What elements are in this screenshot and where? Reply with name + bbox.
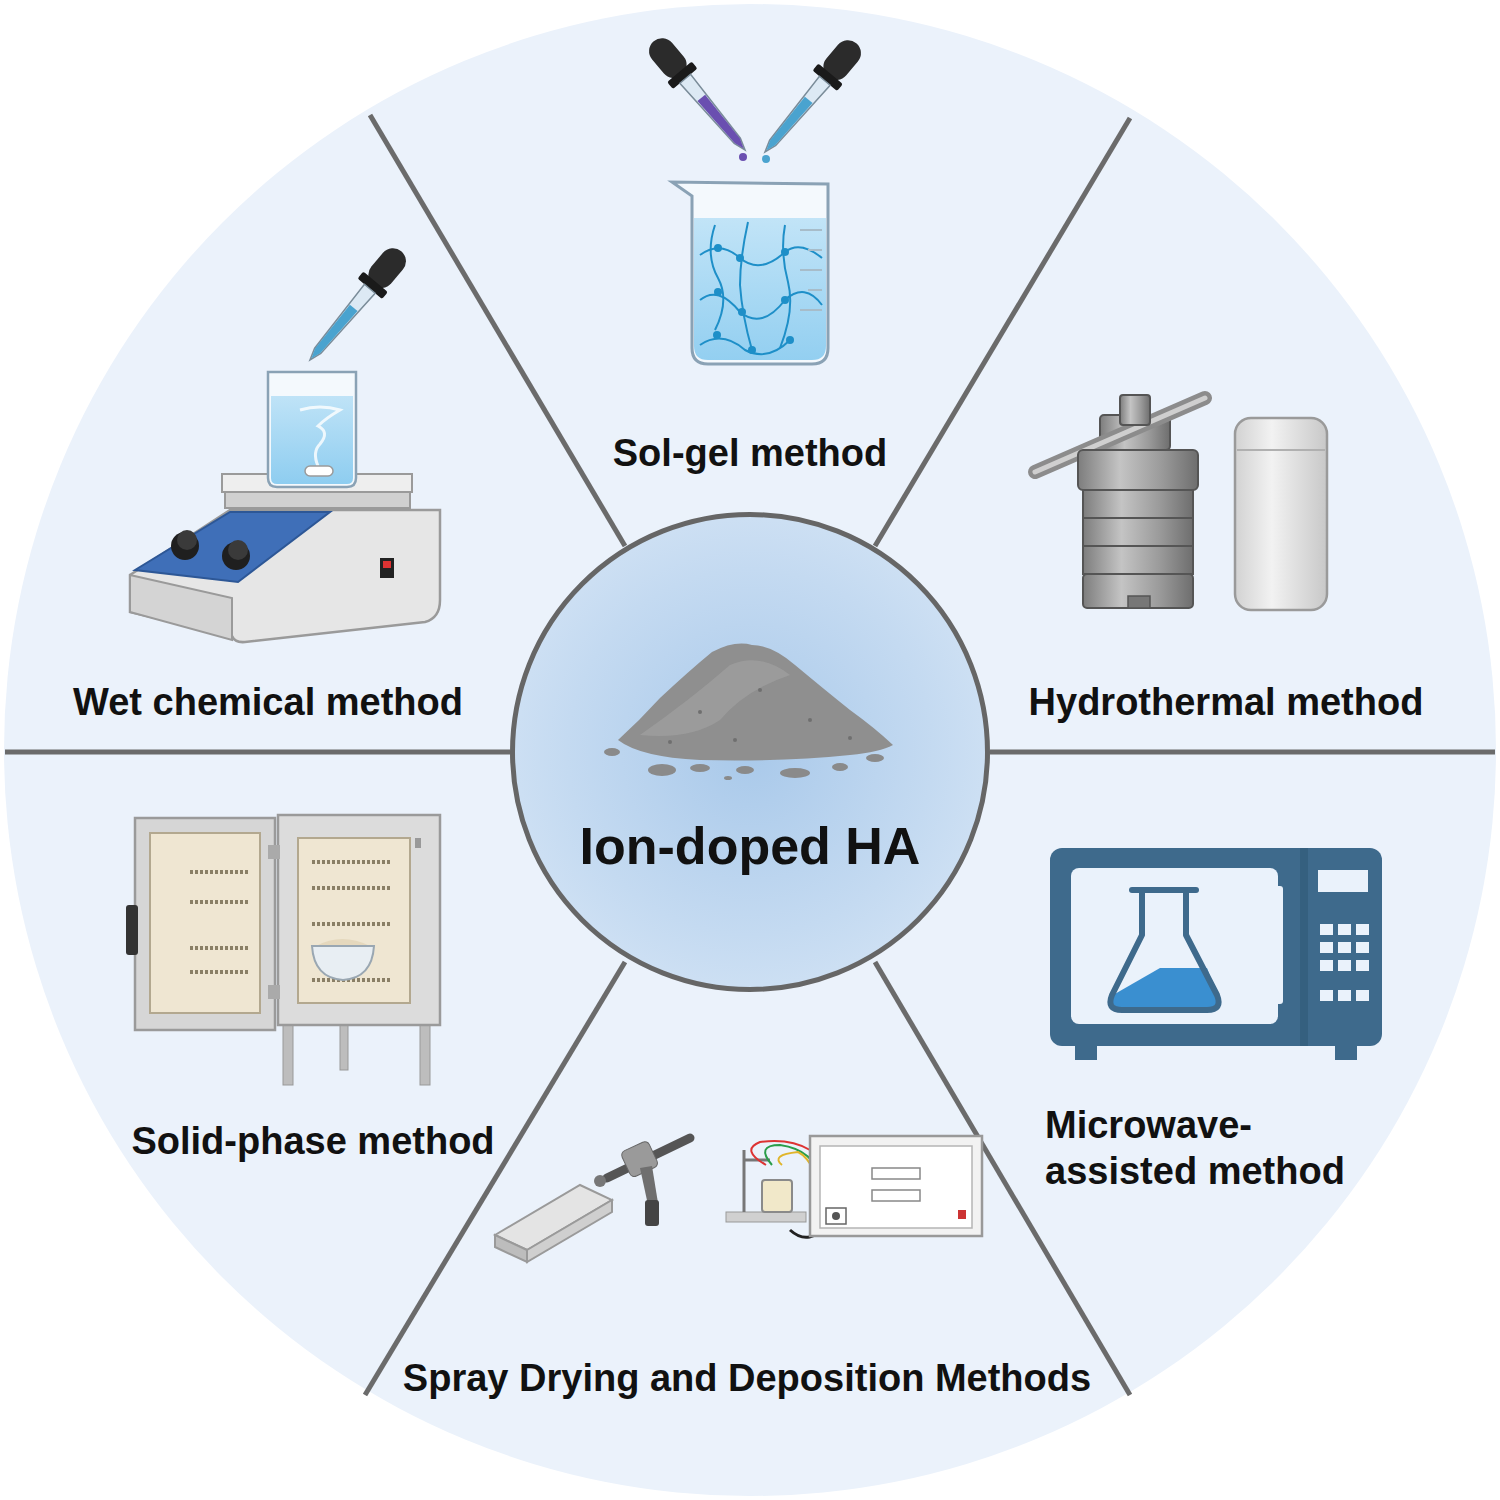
- solid-phase-illustration: [126, 815, 440, 1085]
- method-label: Solid-phase method: [131, 1118, 494, 1164]
- dropper: [641, 31, 757, 160]
- gel-network: [700, 222, 822, 354]
- beaker-liquid: [694, 218, 826, 360]
- dropper: [753, 33, 869, 162]
- microwave-illustration: [1050, 848, 1382, 1060]
- liner-jar: [1235, 418, 1327, 610]
- node-title: Ion-doped HA: [515, 817, 985, 877]
- center-circle: Ion-doped HA: [510, 512, 990, 992]
- sector-dividers: [5, 115, 1495, 1395]
- sol-gel-illustration: [641, 31, 868, 364]
- method-label: Spray Drying and Deposition Methods: [403, 1355, 1091, 1401]
- hydrothermal-illustration: [1035, 395, 1327, 610]
- divider-line: [990, 750, 1495, 755]
- wet-chemical-illustration: [130, 241, 440, 642]
- beaker: [672, 182, 828, 364]
- beaker-graduations: [800, 230, 822, 310]
- method-label: Wet chemical method: [73, 679, 463, 725]
- drop: [739, 153, 747, 161]
- outer-disc: [4, 4, 1496, 1496]
- method-label: Hydrothermal method: [1029, 679, 1424, 725]
- drop: [762, 155, 770, 163]
- divider-line: [5, 750, 510, 755]
- divider-line: [370, 115, 625, 546]
- divider-line: [875, 118, 1130, 546]
- method-label: Sol-gel method: [613, 430, 887, 476]
- gel-nodes: [713, 244, 794, 354]
- spray-deposition-illustration: [495, 1136, 982, 1262]
- divider-line: [365, 962, 625, 1395]
- method-label: Microwave- assisted method: [1045, 1102, 1375, 1194]
